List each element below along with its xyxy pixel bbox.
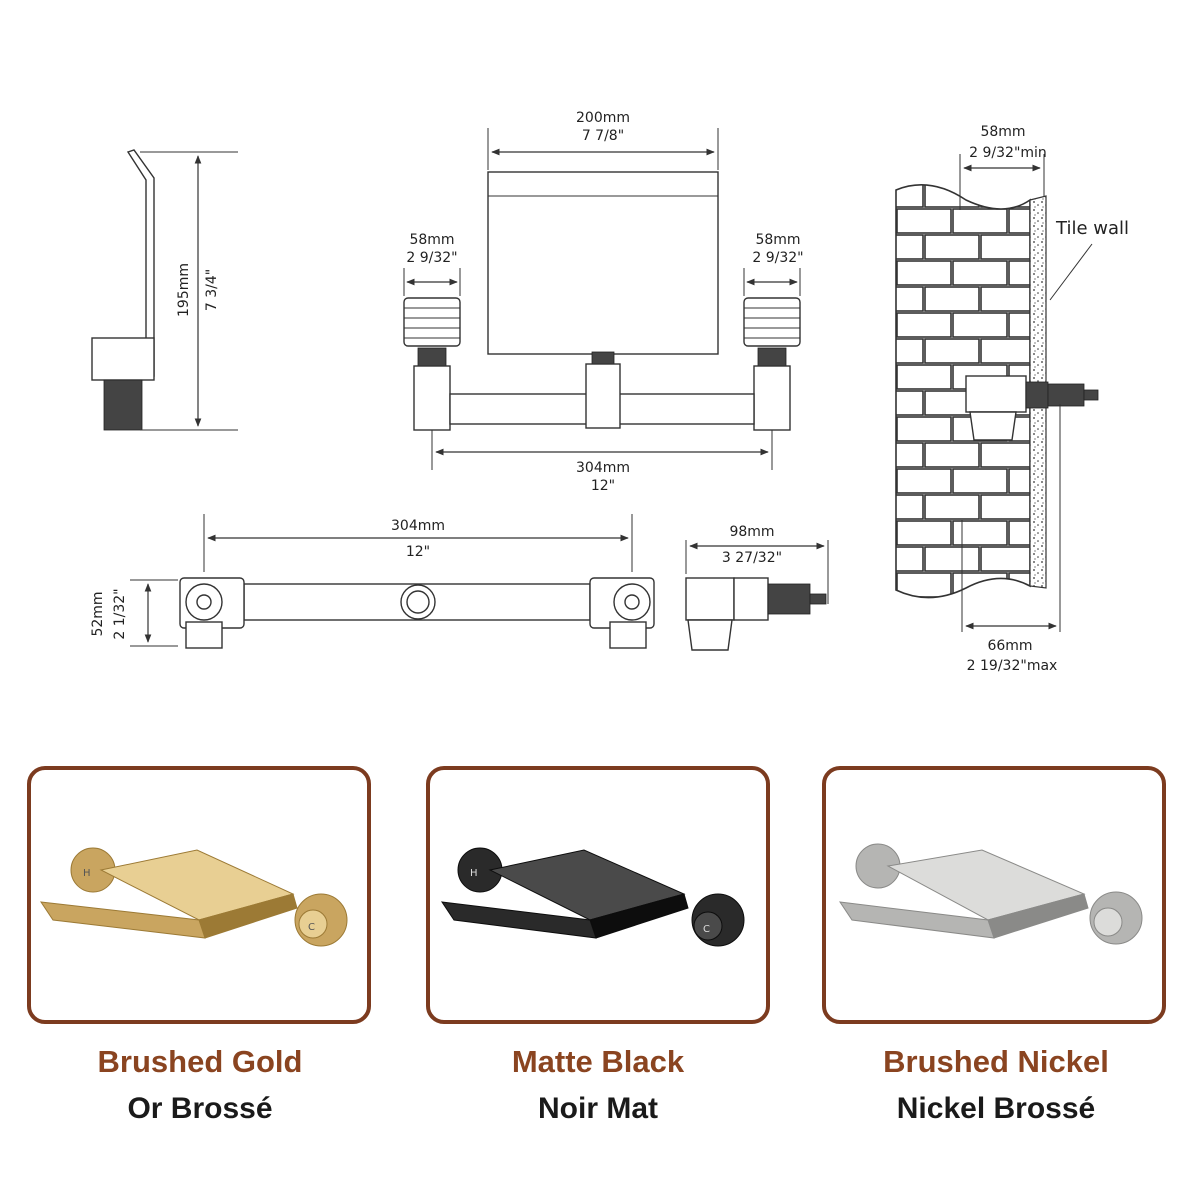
wall-min-mm: 58mm <box>980 124 1025 140</box>
valve-top-view: 304mm 12" 52mm 2 1/32" <box>90 514 655 649</box>
spout-width-in: 7 7/8" <box>582 128 624 144</box>
faucet-nickel-image <box>838 843 1143 945</box>
valve-length-in: 12" <box>406 544 430 560</box>
left-handle-mm: 58mm <box>409 232 454 248</box>
finish-card-nickel[interactable] <box>822 766 1166 1024</box>
side-height-mm: 195mm <box>176 263 192 317</box>
finish-name-gold: Brushed Gold <box>97 1044 303 1079</box>
faucet-gold-image: H C <box>39 847 348 947</box>
wall-section: 58mm 2 9/32"min Tile wall 66mm 2 19/32"m… <box>895 124 1129 674</box>
right-handle-mm: 58mm <box>755 232 800 248</box>
right-handle-in: 2 9/32" <box>752 250 803 266</box>
valve-length-mm: 304mm <box>391 518 445 534</box>
valve-height-mm: 52mm <box>90 591 106 636</box>
front-view: 200mm 7 7/8" 58mm 2 9/32" 58mm 2 9/32" <box>403 110 804 494</box>
tile-wall-label: Tile wall <box>1055 218 1129 239</box>
gold-cold-mark: C <box>308 922 315 933</box>
spout-width-mm: 200mm <box>576 110 630 126</box>
finish-name-black: Matte Black <box>511 1044 685 1079</box>
side-height-in: 7 3/4" <box>204 269 220 311</box>
black-hot-mark: H <box>470 868 478 879</box>
wall-min-in: 2 9/32"min <box>969 145 1047 161</box>
finish-fr-black: Noir Mat <box>538 1092 658 1125</box>
finish-card-gold[interactable]: H C <box>27 766 371 1024</box>
wall-max-in: 2 19/32"max <box>967 658 1058 674</box>
wall-max-mm: 66mm <box>987 638 1032 654</box>
valve-depth-in: 3 27/32" <box>722 550 782 566</box>
valve-side-view: 98mm 3 27/32" <box>685 524 829 651</box>
valve-depth-mm: 98mm <box>729 524 774 540</box>
faucet-black-image: H C <box>440 847 745 947</box>
front-centers-mm: 304mm <box>576 460 630 476</box>
gold-hot-mark: H <box>83 868 91 879</box>
finish-card-black[interactable]: H C <box>426 766 770 1024</box>
left-handle-in: 2 9/32" <box>406 250 457 266</box>
valve-height-in: 2 1/32" <box>112 588 128 639</box>
front-centers-in: 12" <box>591 478 615 494</box>
finish-name-nickel: Brushed Nickel <box>883 1044 1109 1079</box>
finish-fr-gold: Or Brossé <box>127 1092 273 1125</box>
finish-fr-nickel: Nickel Brossé <box>896 1092 1096 1125</box>
side-view: 195mm 7 3/4" <box>91 149 238 431</box>
black-cold-mark: C <box>703 924 710 935</box>
technical-drawing: 195mm 7 3/4" 200mm 7 7/8" 58mm 2 9/32" <box>90 110 1129 674</box>
